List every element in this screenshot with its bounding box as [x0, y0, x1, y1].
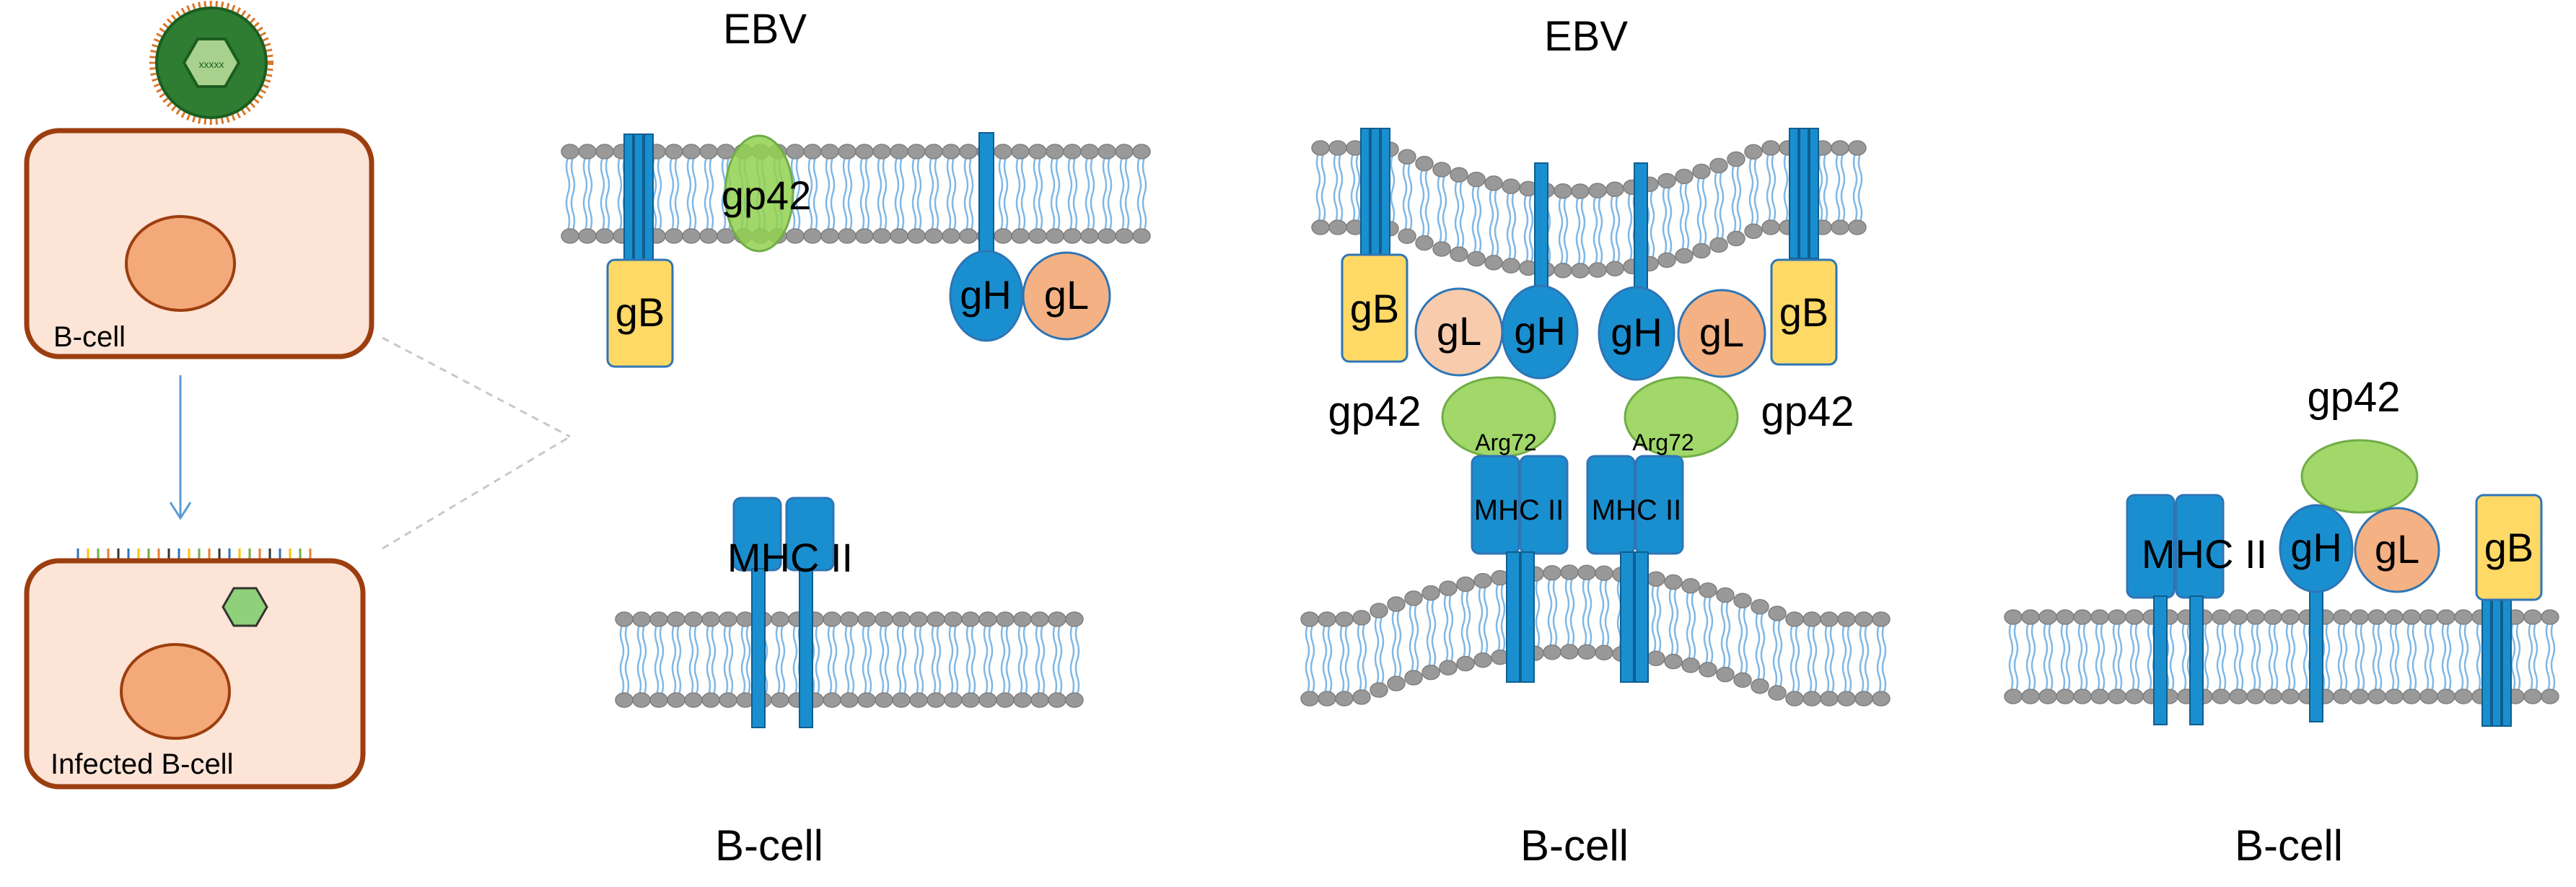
gb-protein-1: gB	[606, 134, 674, 368]
arg72-label-1: Arg72	[1475, 429, 1536, 455]
gp42-protein-4: gp42	[2300, 374, 2419, 514]
mhc-ii-3: MHC II	[1586, 455, 1684, 683]
surface-glycoprotein-fringe	[76, 549, 312, 559]
panel-approach: EBV B-cell gB gp42 gH gL	[606, 6, 1111, 870]
gp42-label-2: gp42	[1328, 388, 1421, 435]
gp42-protein-2: gp42 Arg72	[1328, 376, 1556, 458]
gl-label-1: gL	[1044, 272, 1089, 318]
mhc-label-3: MHC II	[1592, 494, 1681, 526]
gh-gl-complex-4: gH gL	[2279, 504, 2440, 722]
gl-label-4: gL	[2375, 526, 2419, 572]
gb-protein-2: gB	[1341, 128, 1409, 363]
b-cell-label-3: B-cell	[2235, 821, 2343, 870]
infected-b-cell-label: Infected B-cell	[51, 748, 233, 780]
gb-label-1: gB	[615, 289, 665, 335]
gp42-protein-1: gp42	[722, 134, 812, 253]
down-arrow-icon	[169, 375, 192, 520]
b-cell-membrane-2	[1300, 564, 1891, 707]
b-cell-label-2: B-cell	[1520, 821, 1629, 870]
gb-label-3: gB	[1779, 289, 1829, 335]
gl-label-3: gL	[1699, 310, 1744, 355]
gp42-protein-3: gp42 Arg72	[1624, 376, 1854, 458]
gp42-label-4: gp42	[2307, 374, 2400, 421]
membranes	[561, 140, 2559, 708]
gh-label-3: gH	[1611, 310, 1662, 355]
gh-label-2: gH	[1514, 308, 1566, 354]
left-panel: xxxxx B-cell Infected B-cell	[24, 1, 571, 790]
zoom-line-bottom	[382, 435, 571, 550]
mhc-label-4: MHC II	[2142, 531, 2267, 577]
gp42-label-1: gp42	[722, 172, 812, 218]
gb-label-4: gB	[2484, 525, 2534, 570]
gl-label-2: gL	[1437, 308, 1481, 354]
capsid-icon	[222, 587, 268, 627]
mhc-label-2: MHC II	[1474, 494, 1564, 526]
b-cell-top-label: B-cell	[53, 321, 126, 353]
gh-gl-complex-2: gL gH	[1414, 162, 1579, 380]
gb-label-2: gB	[1350, 286, 1400, 331]
ebv-label-1: EBV	[723, 6, 807, 53]
mhc-ii-2: MHC II	[1471, 455, 1569, 683]
gh-label-1: gH	[960, 272, 1012, 318]
b-cell-membrane-1	[615, 611, 1084, 708]
svg-text:xxxxx: xxxxx	[199, 58, 224, 70]
mhc-ii-4: MHC II	[2126, 494, 2267, 725]
ebv-label-2: EBV	[1544, 13, 1628, 60]
zoom-line-top	[382, 336, 571, 438]
b-cell-top: B-cell	[24, 128, 374, 359]
b-cell-membrane-3	[2004, 609, 2559, 704]
gh-gl-complex-3: gH gL	[1598, 162, 1766, 381]
gh-label-4: gH	[2290, 525, 2342, 570]
infected-b-cell: Infected B-cell	[24, 549, 366, 790]
b-cell-label-1: B-cell	[715, 821, 823, 870]
gp42-label-3: gp42	[1761, 388, 1854, 435]
gb-protein-3: gB	[1770, 128, 1838, 366]
virus-particle-icon: xxxxx	[149, 1, 273, 125]
gb-protein-4: gB	[2475, 494, 2543, 727]
mhc-label-1: MHC II	[727, 535, 853, 580]
mhc-ii-1: MHC II	[727, 497, 853, 728]
panel-transfer: B-cell MHC II gp42 gH gL gB	[2126, 374, 2543, 870]
panel-engagement: EBV B-cell gB gB gL gH	[1328, 13, 1854, 870]
gh-gl-complex-1: gH gL	[949, 132, 1111, 342]
arg72-label-2: Arg72	[1632, 429, 1694, 455]
